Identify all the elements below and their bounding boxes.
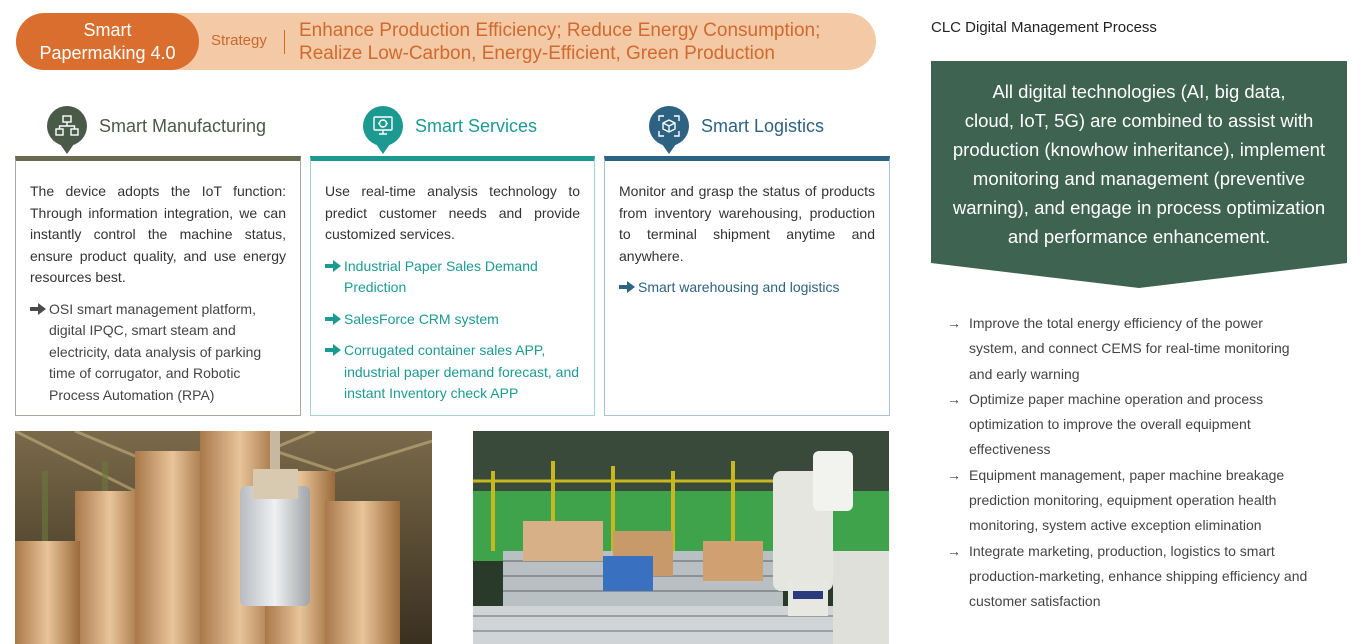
arrow-right-icon [30, 302, 46, 315]
pill-line-2: Papermaking 4.0 [39, 42, 176, 63]
logistics-list: Smart warehousing and logistics [619, 277, 875, 299]
monitor-analytics-icon [363, 106, 403, 154]
point-line: Optimize paper machine operation and pro… [969, 390, 1264, 407]
list-item-text: OSI smart management platform, digital I… [49, 300, 262, 403]
arrow-right-icon [619, 281, 635, 293]
list-item: → Equipment management, paper machine br… [947, 463, 1339, 539]
list-item-text: Corrugated container sales APP, industri… [344, 342, 580, 401]
logistics-title: Smart Logistics [701, 115, 825, 136]
manufacturing-title: Smart Manufacturing [99, 115, 267, 136]
point-line: Equipment management, paper machine brea… [969, 466, 1285, 483]
strategy-text-line-1: Enhance Production Efficiency; Reduce En… [299, 20, 821, 41]
manufacturing-list: OSI smart management platform, digital I… [30, 299, 286, 407]
services-title: Smart Services [415, 115, 538, 136]
point-line: system, and connect CEMS for real-time m… [969, 340, 1290, 357]
point-line: production-marketing, enhance shipping e… [969, 567, 1308, 584]
point-line: Improve the total energy efficiency of t… [969, 315, 1263, 331]
manufacturing-header: Smart Manufacturing [47, 103, 267, 154]
list-item: Smart warehousing and logistics [619, 277, 875, 299]
list-item: → Improve the total energy efficiency of… [947, 311, 1339, 387]
arrow-right-icon: → [947, 315, 961, 331]
point-line: monitoring, system active exception elim… [969, 517, 1262, 534]
services-description: Use real-time analysis technology to pre… [325, 183, 580, 242]
summary-line: monitoring and management (preventive [972, 168, 1306, 189]
summary-line: All digital technologies (AI, big data, [992, 81, 1286, 102]
scan-box-icon [649, 106, 689, 154]
logistics-card: Monitor and grasp the status of products… [604, 156, 890, 416]
panel-title: CLC Digital Management Process [931, 19, 1157, 36]
logistics-header: Smart Logistics [649, 103, 825, 154]
list-item-text: Smart warehousing and logistics [638, 279, 840, 295]
point-line: optimization to improve the overall equi… [969, 416, 1251, 433]
list-item: → Integrate marketing, production, logis… [947, 539, 1339, 615]
point-line: effectiveness [969, 441, 1051, 458]
arrow-right-icon [325, 312, 341, 325]
process-points-list: → Improve the total energy efficiency of… [947, 311, 1339, 615]
list-item: Corrugated container sales APP, industri… [325, 340, 580, 405]
factory-network-icon [47, 106, 87, 154]
strategy-text-line-2: Realize Low-Carbon, Energy-Efficient, Gr… [299, 43, 775, 64]
list-item: OSI smart management platform, digital I… [30, 299, 286, 407]
banner-divider [284, 30, 285, 54]
summary-line: cloud, IoT, 5G) are combined to assist w… [964, 110, 1314, 131]
list-item-text: Industrial Paper Sales Demand Prediction [344, 257, 538, 296]
services-list: Industrial Paper Sales Demand Prediction… [325, 256, 580, 405]
point-line: prediction monitoring, equipment operati… [969, 492, 1277, 509]
point-line: and early warning [969, 365, 1080, 382]
list-item: → Optimize paper machine operation and p… [947, 387, 1339, 463]
logistics-description: Monitor and grasp the status of products… [619, 183, 875, 264]
arrow-right-icon: → [947, 542, 961, 559]
pill-line-1: Smart [83, 19, 132, 40]
summary-line: warning), and engage in process optimiza… [952, 197, 1326, 218]
manufacturing-card: The device adopts the IoT function: Thro… [15, 156, 301, 416]
list-item-text: SalesForce CRM system [344, 310, 499, 327]
smart-papermaking-pill: Smart Papermaking 4.0 [16, 13, 199, 70]
arrow-right-icon [325, 259, 341, 272]
warehouse-robot-photo [473, 431, 889, 644]
summary-line: and performance enhancement. [1007, 226, 1271, 247]
point-line: Integrate marketing, production, logisti… [969, 542, 1275, 559]
arrow-right-icon: → [947, 390, 961, 407]
arrow-right-icon: → [947, 466, 961, 483]
strategy-label: Strategy [211, 32, 267, 49]
paper-rolls-photo [15, 431, 432, 644]
services-header: Smart Services [363, 103, 538, 154]
strategy-banner: Smart Papermaking 4.0 Strategy Enhance P… [16, 13, 876, 70]
arrow-right-icon [325, 344, 341, 356]
panel-summary: All digital technologies (AI, big data, … [931, 61, 1347, 288]
list-item: SalesForce CRM system [325, 309, 580, 331]
services-card: Use real-time analysis technology to pre… [310, 156, 595, 416]
point-line: customer satisfaction [969, 593, 1101, 610]
summary-line: production (knowhow inheritance), implem… [952, 139, 1326, 160]
list-item: Industrial Paper Sales Demand Prediction [325, 256, 580, 299]
strategy-text: Enhance Production Efficiency; Reduce En… [299, 19, 820, 65]
manufacturing-description: The device adopts the IoT function: Thro… [30, 183, 286, 285]
